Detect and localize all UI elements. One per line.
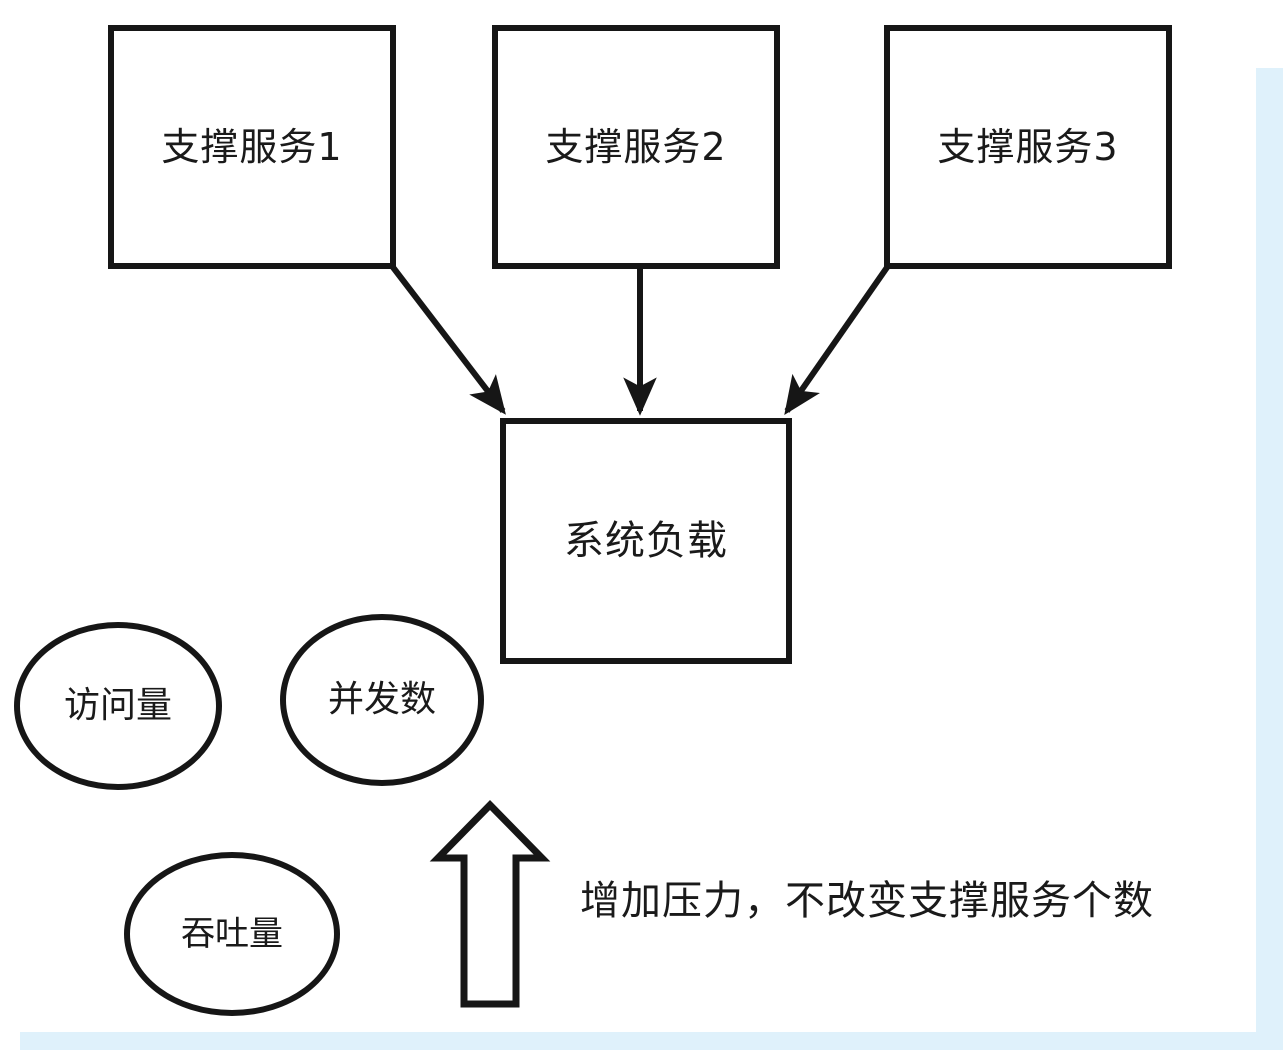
right-edge-strip: [1256, 68, 1283, 1050]
node-box-service-1[interactable]: 支撑服务1: [108, 25, 396, 269]
node-ellipse-throughput[interactable]: 吞吐量: [124, 852, 340, 1016]
node-ellipse-visits[interactable]: 访问量: [14, 622, 222, 790]
node-label-system-load: 系统负载: [564, 518, 728, 564]
node-box-system-load[interactable]: 系统负载: [500, 418, 792, 664]
pressure-block-arrow-icon: [429, 800, 551, 1008]
caption-pressure-note: 增加压力，不改变支撑服务个数: [580, 878, 1154, 924]
bottom-edge-strip: [20, 1032, 1283, 1050]
node-box-service-3[interactable]: 支撑服务3: [884, 25, 1172, 269]
node-ellipse-concurrency[interactable]: 并发数: [280, 614, 484, 786]
node-label-concurrency: 并发数: [327, 679, 436, 720]
node-label-throughput: 吞吐量: [181, 914, 283, 954]
node-label-visits: 访问量: [63, 685, 172, 726]
node-label-service-3: 支撑服务3: [937, 125, 1119, 169]
node-label-service-1: 支撑服务1: [161, 125, 343, 169]
arrow-service-3-to-system-load: [784, 264, 891, 415]
node-box-service-2[interactable]: 支撑服务2: [492, 25, 780, 269]
node-label-service-2: 支撑服务2: [545, 125, 727, 169]
arrow-service-1-to-system-load: [389, 264, 506, 415]
